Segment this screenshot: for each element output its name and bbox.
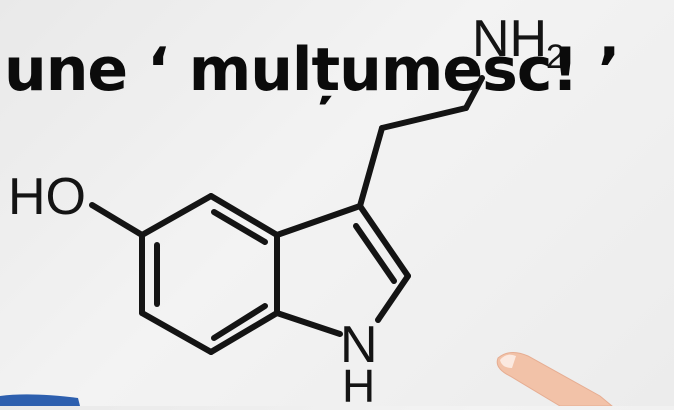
hydroxyl-label: HO bbox=[8, 168, 86, 226]
double-bond-inner-3 bbox=[211, 303, 268, 341]
amine-label: NH bbox=[472, 10, 547, 68]
ring-nitrogen-label: N bbox=[340, 316, 378, 374]
amine-subscript: 2 bbox=[546, 38, 565, 76]
bond-c6-c7 bbox=[208, 310, 280, 355]
double-bond-inner-1 bbox=[211, 209, 268, 245]
ring-hydrogen-label: H bbox=[342, 360, 375, 406]
overlay-caption: une ‘ mulțumesc! ’ bbox=[4, 35, 620, 105]
bond-ethyl-2 bbox=[379, 105, 469, 131]
bond-c4-c5 bbox=[208, 193, 280, 238]
fingernail bbox=[500, 354, 516, 368]
double-bond-c3-c2 bbox=[353, 223, 397, 284]
bond-c6-n1 bbox=[274, 310, 343, 337]
bond-c2-n1 bbox=[375, 273, 411, 323]
bond-c5-c3 bbox=[274, 203, 363, 238]
blue-corner-object bbox=[0, 394, 80, 406]
bond-to-hydroxyl bbox=[89, 202, 145, 238]
bond-ethyl-1 bbox=[357, 125, 385, 209]
bond-c7-c8 bbox=[139, 310, 214, 355]
bond-c3-c2 bbox=[357, 203, 411, 279]
bond-c9-c4 bbox=[139, 193, 214, 238]
bond-ethyl-3 bbox=[463, 75, 485, 111]
